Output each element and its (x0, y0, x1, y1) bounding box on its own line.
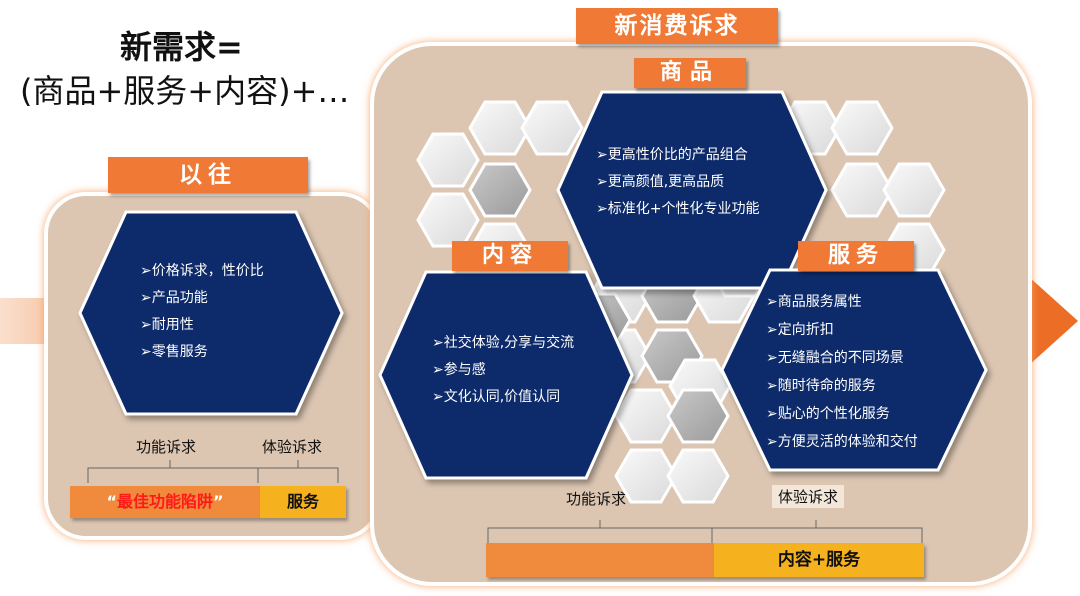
page-title-line2: (商品+服务+内容)+… (20, 72, 350, 110)
new-functional-label: 功能诉求 (566, 490, 627, 508)
service-bullet: ➢方便灵活的体验和交付 (766, 434, 918, 450)
service-label: 服务 (798, 241, 914, 271)
service-bullet: ➢无缝融合的不同场景 (766, 350, 904, 366)
content-bullet: ➢文化认同,价值认同 (432, 389, 561, 405)
content-hexagon (378, 270, 634, 480)
honeycomb-hexagon (666, 448, 730, 504)
content-bullet: ➢社交体验,分享与交流 (432, 335, 575, 351)
old-functional-bar (70, 486, 260, 518)
old-experience-label: 体验诉求 (262, 438, 323, 456)
honeycomb-hexagon (520, 100, 584, 156)
product-bullet: ➢更高性价比的产品组合 (596, 147, 748, 163)
trap-text: 最佳功能陷阱 (116, 492, 213, 511)
old-braces (87, 460, 339, 483)
product-bullets: ➢更高性价比的产品组合 ➢更高颜值,更高品质 ➢标准化+个性化专业功能 (596, 142, 759, 223)
service-bullet: ➢定向折扣 (766, 322, 834, 338)
content-label: 内容 (452, 241, 568, 271)
service-bullets: ➢商品服务属性 ➢定向折扣 ➢无缝融合的不同场景 ➢随时待命的服务 ➢贴心的个性… (766, 288, 918, 456)
best-function-trap-text: “最佳功能陷阱” (70, 486, 260, 518)
page-title-line1: 新需求= (120, 28, 243, 66)
service-bullet: ➢随时待命的服务 (766, 378, 876, 394)
old-bullets: ➢价格诉求，性价比 ➢产品功能 ➢耐用性 ➢零售服务 (140, 258, 264, 366)
content-bullets: ➢社交体验,分享与交流 ➢参与感 ➢文化认同,价值认同 (432, 330, 574, 411)
content-bullet: ➢参与感 (432, 362, 486, 378)
service-bullet: ➢贴心的个性化服务 (766, 406, 890, 422)
old-bullet: ➢产品功能 (140, 290, 208, 306)
new-functional-bar (486, 543, 714, 577)
old-bullet: ➢耐用性 (140, 317, 194, 333)
product-label: 商品 (634, 58, 746, 88)
trap-close-quote: ” (213, 492, 224, 511)
product-hexagon (556, 90, 828, 290)
new-experience-label: 体验诉求 (772, 485, 845, 508)
trap-open-quote: “ (106, 492, 117, 511)
service-hexagon (720, 268, 988, 472)
honeycomb-hexagon (882, 162, 946, 218)
old-label: 以往 (108, 157, 308, 193)
service-bullet: ➢商品服务属性 (766, 294, 862, 310)
old-bullet: ➢价格诉求，性价比 (140, 263, 264, 279)
honeycomb-hexagon (416, 132, 480, 188)
new-experience-bar (714, 543, 924, 577)
honeycomb-hexagon (468, 162, 532, 218)
product-bullet: ➢更高颜值,更高品质 (596, 174, 725, 190)
honeycomb-hexagon (830, 100, 894, 156)
old-experience-bar (260, 486, 346, 518)
old-bullet: ➢零售服务 (140, 344, 208, 360)
honeycomb-hexagon (416, 192, 480, 248)
old-functional-label: 功能诉求 (136, 438, 197, 456)
new-braces (487, 520, 923, 544)
honeycomb-hexagon (666, 388, 730, 444)
old-service-text: 服务 (286, 492, 319, 511)
old-hexagon (78, 210, 344, 416)
new-consumption-label: 新消费诉求 (576, 8, 778, 44)
product-bullet: ➢标准化+个性化专业功能 (596, 201, 760, 217)
content-plus-service-text: 内容+服务 (777, 550, 861, 570)
